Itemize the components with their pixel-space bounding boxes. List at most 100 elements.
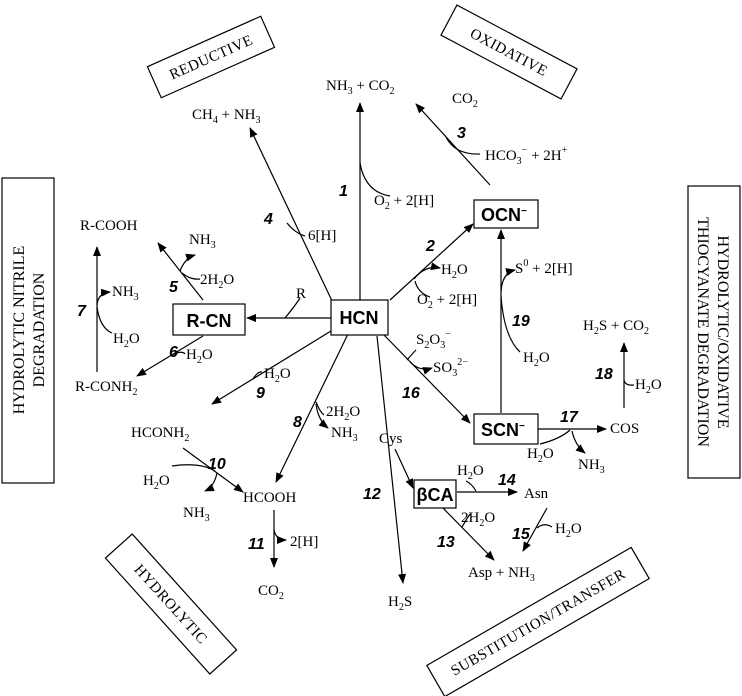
arrow-reaction-12: [376, 335, 407, 584]
label-2h-11: 2[H]: [290, 534, 318, 550]
label-cys: Cys: [379, 431, 403, 447]
arrow-reaction-6: [136, 335, 204, 377]
label-h2o-6: H2O: [186, 347, 213, 366]
reaction-number-6: 6: [169, 344, 178, 361]
category-substitution: SUBSTITUTION/TRANSFER: [425, 546, 651, 696]
reaction-number-1: 1: [339, 183, 348, 200]
side-output-2: [413, 262, 441, 280]
reaction-number-15: 15: [512, 526, 531, 543]
label-6h: 6[H]: [308, 228, 336, 244]
side-input-10: [171, 464, 216, 472]
side-input-17: [539, 429, 571, 445]
scn-label: SCN−: [481, 420, 525, 440]
arrow-reaction-13: [439, 504, 495, 561]
side-input-16: [406, 349, 417, 361]
label-o2-2h-2: O2 + 2[H]: [417, 292, 477, 311]
arrow-reaction-3: [415, 103, 491, 186]
reaction-number-2: 2: [425, 238, 435, 255]
nitrile-label-line1: HYDROLYTIC NITRILE: [11, 246, 28, 415]
reaction-number-9: 9: [256, 385, 265, 402]
bca-label: βCA: [417, 485, 454, 505]
side-output-8: [315, 403, 329, 429]
reaction-number-8: 8: [293, 414, 302, 431]
arrow-reaction-8: [275, 333, 349, 483]
reaction-number-7: 7: [77, 303, 87, 320]
side-input-18: [623, 379, 635, 386]
label-nh3-7: NH3: [112, 284, 139, 303]
label-h2o-18: H2O: [635, 377, 662, 396]
side-input-7: [96, 306, 113, 334]
category-hydrolytic: HYDROLYTIC: [104, 533, 238, 675]
reaction-number-5: 5: [169, 279, 179, 296]
arrow-reaction-2: [389, 223, 474, 301]
labels: NH3 + CO2 CH4 + NH3 CO2 HCO3− + 2H+ O2 +…: [75, 78, 662, 613]
label-h2o-19: H2O: [523, 350, 550, 369]
label-2h2o-8: 2H2O: [326, 404, 360, 423]
side-input-5: [181, 272, 201, 280]
nitrile-label-line2: DEGRADATION: [31, 272, 48, 387]
thiocyanate-label-line2: THIOCYANATE DEGRADATION: [694, 217, 711, 447]
reaction-numbers: 1 2 3 4 5 6 7 8 9 10 11 12 13 14 15 16 1…: [77, 125, 613, 553]
thiocyanate-label-line1: HYDROLYTIC/OXIDATIVE: [714, 235, 731, 428]
reaction-number-18: 18: [595, 366, 613, 383]
reaction-number-10: 10: [208, 456, 226, 473]
side-input-19: [500, 295, 521, 353]
label-h2o-9: H2O: [264, 366, 291, 385]
arrow-reaction-5: [157, 242, 204, 301]
category-substitution-label: SUBSTITUTION/TRANSFER: [448, 566, 628, 679]
label-nh3-10: NH3: [183, 505, 210, 524]
reaction-number-4: 4: [263, 211, 273, 228]
side-input-3: [445, 136, 481, 155]
box-ocn: OCN−: [473, 199, 539, 229]
side-output-5: [179, 253, 196, 272]
label-h2o-2: H2O: [441, 262, 468, 281]
arrow-reaction-15: [522, 507, 548, 552]
side-input-13: [461, 513, 471, 528]
label-r-cooh: R-COOH: [80, 218, 138, 234]
label-so3: SO32−: [433, 357, 468, 379]
side-output-10: [204, 472, 218, 492]
reaction-number-17: 17: [560, 409, 579, 426]
reaction-number-11: 11: [248, 536, 265, 553]
ocn-label: OCN−: [481, 205, 527, 225]
category-hydrolytic-label: HYDROLYTIC: [131, 562, 210, 648]
side-output-19: [500, 268, 516, 293]
category-reductive: REDUCTIVE: [146, 15, 276, 99]
label-o2-2h-1: O2 + 2[H]: [374, 193, 434, 212]
side-input-8: [315, 401, 325, 416]
label-cos: COS: [610, 421, 639, 437]
arrow-reaction-4: [249, 127, 334, 304]
category-thiocyanate-degradation: HYDROLYTIC/OXIDATIVE THIOCYANATE DEGRADA…: [687, 185, 741, 479]
label-hcooh: HCOOH: [243, 490, 297, 506]
side-input-6: [171, 351, 186, 356]
label-nh3-17: NH3: [578, 457, 605, 476]
reaction-number-13: 13: [437, 534, 455, 551]
label-co2-oxidative: CO2: [452, 91, 478, 110]
side-input-2: [414, 280, 431, 298]
label-co2-11: CO2: [258, 583, 284, 602]
label-h2o-14: H2O: [457, 463, 484, 482]
side-input-14: [465, 480, 477, 492]
arrow-cys-to-bca: [394, 448, 414, 489]
side-input-1: [359, 162, 391, 197]
side-output-7: [96, 288, 111, 306]
box-scn: SCN−: [473, 413, 539, 445]
reaction-number-16: 16: [402, 385, 420, 402]
side-output-11: [273, 529, 287, 544]
side-input-4: [286, 222, 306, 237]
side-output-17: [571, 430, 586, 454]
side-input-r: [284, 297, 301, 319]
label-2h2o-5: 2H2O: [200, 272, 234, 291]
side-input-9: [252, 371, 263, 380]
label-h2s-12: H2S: [388, 594, 412, 613]
side-output-16: [409, 361, 433, 375]
label-h2o-17: H2O: [527, 446, 554, 465]
label-hconh2: HCONH2: [131, 425, 189, 444]
arrow-reaction-16: [383, 334, 471, 424]
category-nitrile-degradation: HYDROLYTIC NITRILE DEGRADATION: [1, 177, 55, 484]
label-h2o-7: H2O: [113, 331, 140, 350]
category-oxidative: OXIDATIVE: [440, 4, 578, 100]
label-r: R: [296, 286, 306, 302]
label-r-conh2: R-CONH2: [75, 379, 138, 398]
